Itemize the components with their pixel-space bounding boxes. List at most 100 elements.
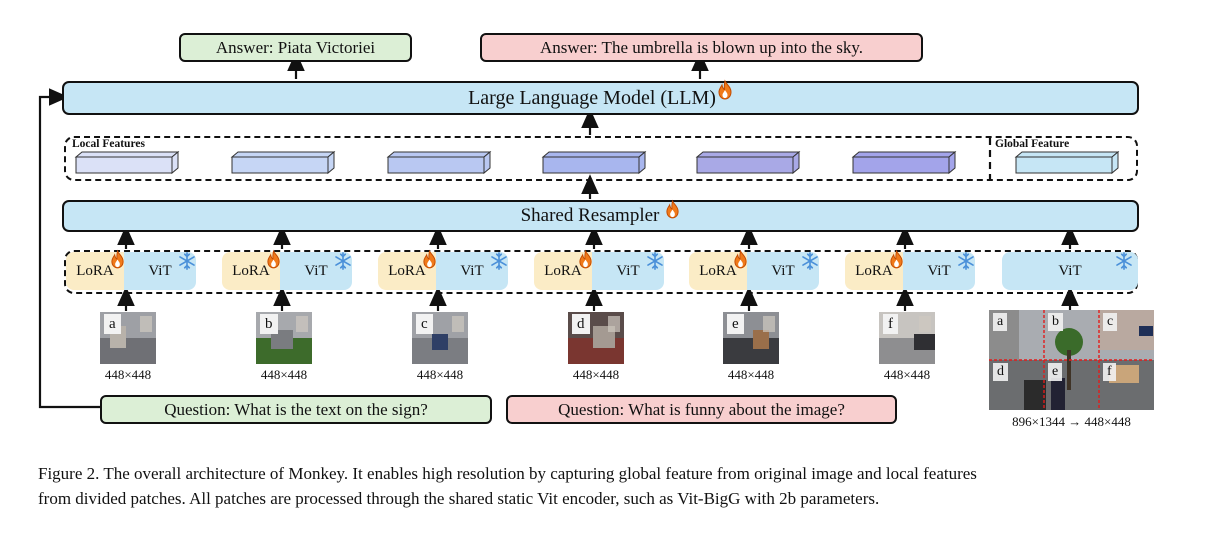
vit-block: ViT xyxy=(592,252,664,290)
patch-size-label: 448×448 xyxy=(416,367,464,382)
patch-thumbnail: a xyxy=(100,312,156,364)
caption-line-1: Figure 2. The overall architecture of Mo… xyxy=(38,464,977,483)
patch-size-label: 448×448 xyxy=(727,367,775,382)
lora-label: LoRA xyxy=(388,262,426,279)
local-feature-token xyxy=(541,150,647,175)
full-image-size: 896×1344 → 448×448 xyxy=(1012,414,1131,429)
local-feature-token xyxy=(851,150,957,175)
patch-scene xyxy=(100,316,156,364)
grid-cell-letter: b xyxy=(1048,313,1063,331)
vit-label: ViT xyxy=(771,262,795,279)
snowflake-icon xyxy=(1115,252,1133,275)
vit-label: ViT xyxy=(616,262,640,279)
local-feature-token xyxy=(695,150,801,175)
patch-letter: a xyxy=(104,314,121,334)
grid-cell-letter: f xyxy=(1103,363,1116,381)
shared-resampler-box: Shared Resampler xyxy=(62,199,1139,232)
global-vit-block: ViT xyxy=(1002,252,1138,290)
lora-block: LoRA xyxy=(534,252,592,290)
patch-size-label: 448×448 xyxy=(260,367,308,382)
encoder-block: LoRA ViT xyxy=(66,249,196,290)
lora-label: LoRA xyxy=(544,262,582,279)
snowflake-icon xyxy=(801,252,819,275)
encoder-block: LoRA ViT xyxy=(222,249,352,290)
patch-size-label: 448×448 xyxy=(883,367,931,382)
answer-box-right: Answer: The umbrella is blown up into th… xyxy=(480,33,923,62)
flame-icon xyxy=(889,249,904,274)
snowflake-icon xyxy=(178,252,196,275)
local-feature-token xyxy=(74,150,180,175)
patch-thumbnail: b xyxy=(256,312,312,364)
snowflake-icon xyxy=(490,252,508,275)
lora-label: LoRA xyxy=(699,262,737,279)
llm-box: Large Language Model (LLM) xyxy=(62,79,1139,115)
local-features-label: Local Features xyxy=(72,138,145,150)
encoder-block: LoRA ViT xyxy=(534,249,664,290)
lora-label: LoRA xyxy=(76,262,114,279)
patch-scene xyxy=(568,316,624,364)
vit-block: ViT xyxy=(280,252,352,290)
features-container xyxy=(64,136,1138,181)
grid-cell-letter: c xyxy=(1103,313,1118,331)
patch-letter: f xyxy=(883,314,898,334)
patch-letter: c xyxy=(416,314,433,334)
flame-icon xyxy=(665,199,680,225)
global-feature-label: Global Feature xyxy=(995,138,1070,150)
vit-label: ViT xyxy=(460,262,484,279)
question-box-right: Question: What is funny about the image? xyxy=(506,395,897,424)
question-feedback-line xyxy=(38,88,100,409)
vit-label: ViT xyxy=(148,262,172,279)
patch-thumbnail: f xyxy=(879,312,935,364)
global-feature-token xyxy=(1014,150,1120,175)
question-text-right: Question: What is funny about the image? xyxy=(558,399,845,419)
local-feature-token xyxy=(386,150,492,175)
patch-scene xyxy=(723,316,779,364)
patch-letter: b xyxy=(260,314,278,334)
question-text-left: Question: What is the text on the sign? xyxy=(164,399,428,419)
patch-thumbnail: d xyxy=(568,312,624,364)
patch-scene xyxy=(412,316,468,364)
patch-letter: e xyxy=(727,314,744,334)
question-box-left: Question: What is the text on the sign? xyxy=(100,395,492,424)
grid-cell-letter: a xyxy=(993,313,1008,331)
snowflake-icon xyxy=(334,252,352,275)
encoder-block: LoRA ViT xyxy=(845,249,975,290)
encoder-block: LoRA ViT xyxy=(689,249,819,290)
flame-icon xyxy=(578,249,593,274)
caption-line-2: from divided patches. All patches are pr… xyxy=(38,489,880,508)
lora-label: LoRA xyxy=(855,262,893,279)
full-image: a b c d e f xyxy=(989,310,1154,410)
patch-thumbnail: e xyxy=(723,312,779,364)
vit-label: ViT xyxy=(927,262,951,279)
flame-icon xyxy=(266,249,281,274)
patch-size-label: 448×448 xyxy=(104,367,152,382)
local-feature-token xyxy=(230,150,336,175)
vit-label: ViT xyxy=(304,262,328,279)
patch-thumbnail: c xyxy=(412,312,468,364)
snowflake-icon xyxy=(957,252,975,275)
patch-scene xyxy=(256,316,312,364)
full-image-scene xyxy=(989,310,1154,410)
local-global-divider xyxy=(988,138,992,180)
grid-cell-letter: e xyxy=(1048,363,1063,381)
answer-box-left: Answer: Piata Victoriei xyxy=(179,33,412,62)
lora-label: LoRA xyxy=(232,262,270,279)
lora-block: LoRA xyxy=(222,252,280,290)
patch-letter: d xyxy=(572,314,590,334)
global-vit-label: ViT xyxy=(1058,262,1082,279)
flame-icon xyxy=(110,249,125,274)
flame-icon xyxy=(422,249,437,274)
full-image-grid xyxy=(989,310,1154,410)
answer-text-right: Answer: The umbrella is blown up into th… xyxy=(540,37,863,57)
figure-caption: Figure 2. The overall architecture of Mo… xyxy=(38,461,1188,511)
patch-size-label: 448×448 xyxy=(572,367,620,382)
llm-label: Large Language Model (LLM) xyxy=(468,86,716,109)
encoder-block: LoRA ViT xyxy=(378,249,508,290)
flame-icon xyxy=(733,249,748,274)
shared-resampler-label: Shared Resampler xyxy=(520,205,660,226)
vit-block: ViT xyxy=(903,252,975,290)
flame-icon xyxy=(717,79,733,106)
patch-scene xyxy=(879,316,935,364)
grid-cell-letter: d xyxy=(993,363,1008,381)
